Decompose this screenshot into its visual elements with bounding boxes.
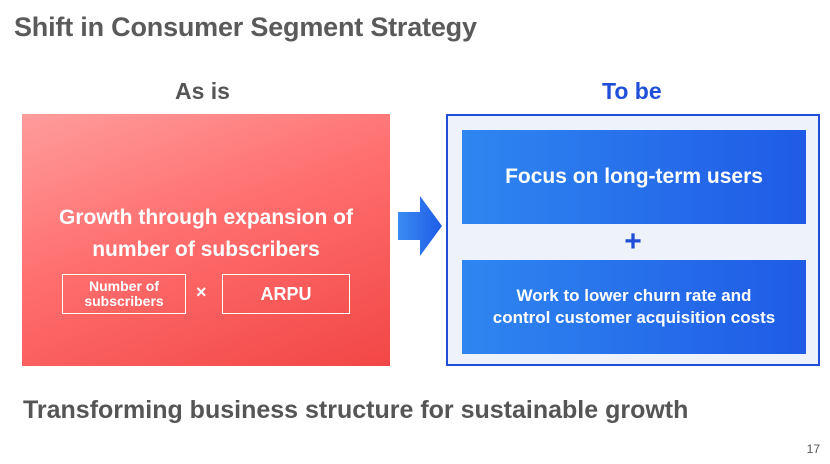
formula-subscribers-line1: Number of xyxy=(89,278,159,294)
as-is-label: As is xyxy=(175,78,230,104)
to-be-item2-line1: Work to lower churn rate and xyxy=(516,286,752,305)
to-be-item-churn-cost: Work to lower churn rate and control cus… xyxy=(462,260,806,354)
bottom-message: Transforming business structure for sust… xyxy=(23,396,689,424)
formula-arpu-label: ARPU xyxy=(260,283,312,304)
as-is-panel: Growth through expansion of number of su… xyxy=(22,114,390,366)
as-is-headline-line1: Growth through expansion of xyxy=(59,206,353,229)
to-be-item-long-term-users: Focus on long-term users xyxy=(462,130,806,224)
page-title: Shift in Consumer Segment Strategy xyxy=(14,12,477,42)
as-is-headline: Growth through expansion of number of su… xyxy=(22,202,390,266)
plus-sign: + xyxy=(624,225,642,258)
to-be-panel: Focus on long-term users + Work to lower… xyxy=(446,114,820,366)
right-arrow-icon xyxy=(398,196,442,256)
as-is-headline-line2: number of subscribers xyxy=(92,238,320,261)
page-number: 17 xyxy=(806,442,820,456)
multiply-operator: × xyxy=(196,282,207,302)
formula-subscribers-box: Number of subscribers xyxy=(62,274,186,314)
to-be-label: To be xyxy=(602,78,662,104)
to-be-item2-line2: control customer acquisition costs xyxy=(492,308,776,327)
formula-subscribers-line2: subscribers xyxy=(84,293,164,309)
formula-arpu-box: ARPU xyxy=(222,274,350,314)
